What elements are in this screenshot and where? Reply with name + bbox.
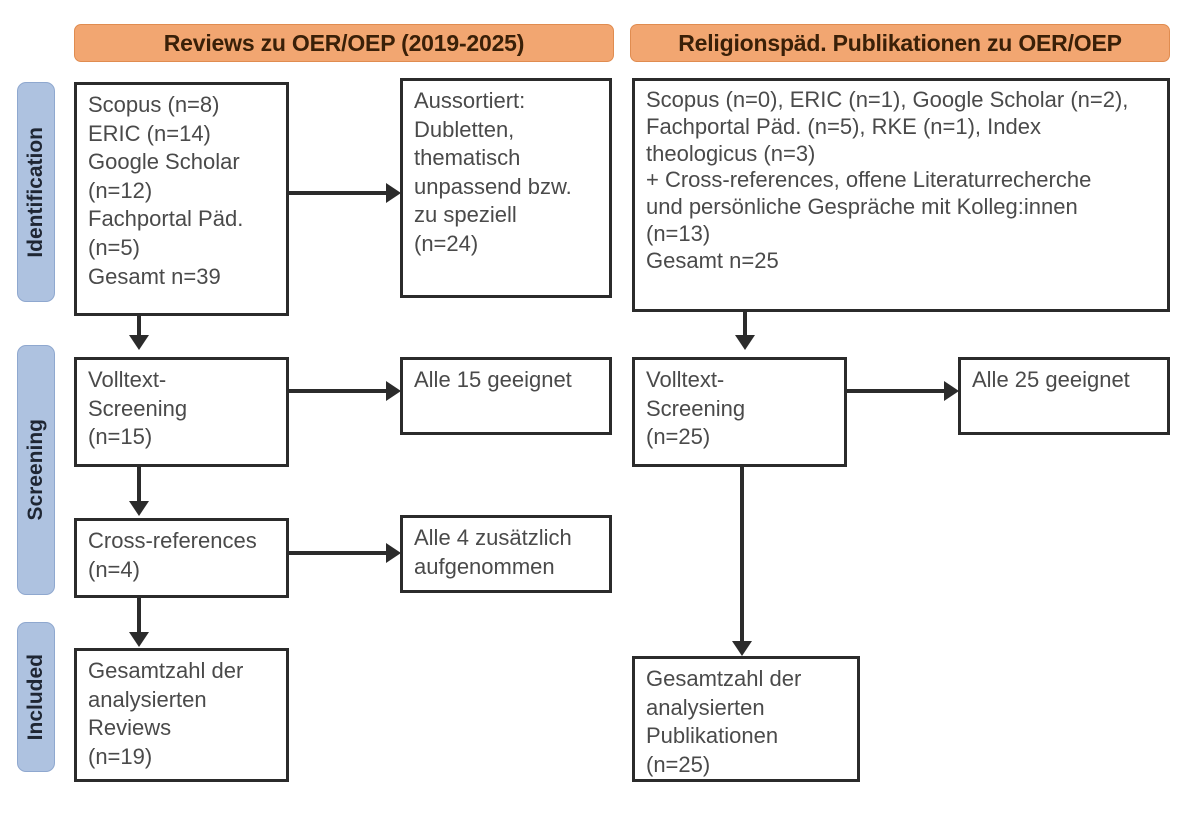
connector-right-screening-to-included <box>740 467 744 649</box>
connector-left-sources-to-screening <box>137 316 141 342</box>
stage-label-included: Included <box>24 653 47 741</box>
arrowhead-right-screening-to-result <box>944 381 959 401</box>
box-left-fulltext-screening: Volltext- Screening (n=15) <box>74 357 289 467</box>
arrowhead-left-sources-to-screening <box>129 335 149 350</box>
box-left-screening-result: Alle 15 geeignet <box>400 357 612 435</box>
box-right-screening-result: Alle 25 geeignet <box>958 357 1170 435</box>
box-left-crossrefs-result: Alle 4 zusätzlich aufgenommen <box>400 515 612 593</box>
stage-bar-included: Included <box>17 622 55 772</box>
box-right-fulltext-screening: Volltext- Screening (n=25) <box>632 357 847 467</box>
connector-left-crossrefs-to-included <box>137 598 141 639</box>
connector-left-screening-to-result <box>289 389 388 393</box>
connector-left-screening-to-crossrefs <box>137 467 141 508</box>
column-header-right: Religionspäd. Publikationen zu OER/OEP <box>630 24 1170 62</box>
connector-left-sources-to-excluded <box>288 191 388 195</box>
arrowhead-right-screening-to-included <box>732 641 752 656</box>
stage-bar-identification: Identification <box>17 82 55 302</box>
arrowhead-right-sources-to-screening <box>735 335 755 350</box>
box-left-crossreferences: Cross-references (n=4) <box>74 518 289 598</box>
arrowhead-left-crossrefs-to-result <box>386 543 401 563</box>
box-left-included-total: Gesamtzahl der analysierten Reviews (n=1… <box>74 648 289 782</box>
stage-label-screening: Screening <box>24 419 47 521</box>
box-right-included-total: Gesamtzahl der analysierten Publikatione… <box>632 656 860 782</box>
arrowhead-left-screening-to-crossrefs <box>129 501 149 516</box>
stage-bar-screening: Screening <box>17 345 55 595</box>
connector-left-crossrefs-to-result <box>289 551 388 555</box>
box-right-identification-sources: Scopus (n=0), ERIC (n=1), Google Scholar… <box>632 78 1170 312</box>
box-left-identification-sources: Scopus (n=8) ERIC (n=14) Google Scholar … <box>74 82 289 316</box>
box-left-excluded: Aussortiert: Dubletten, thematisch unpas… <box>400 78 612 298</box>
stage-label-identification: Identification <box>24 126 47 258</box>
connector-right-sources-to-screening <box>743 312 747 342</box>
arrowhead-left-sources-to-excluded <box>386 183 401 203</box>
arrowhead-left-crossrefs-to-included <box>129 632 149 647</box>
column-header-left: Reviews zu OER/OEP (2019-2025) <box>74 24 614 62</box>
arrowhead-left-screening-to-result <box>386 381 401 401</box>
connector-right-screening-to-result <box>847 389 946 393</box>
